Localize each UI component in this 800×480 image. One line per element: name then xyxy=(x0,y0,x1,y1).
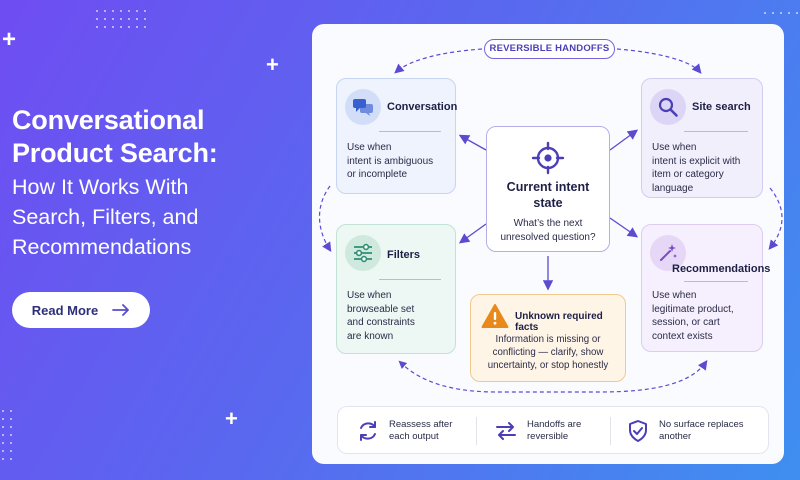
footer-item-reassess: Reassess after each output xyxy=(356,407,452,455)
chat-bubbles-icon xyxy=(345,89,381,125)
unknown-facts-title: Unknown required facts xyxy=(515,311,603,333)
conversation-card: Conversation Use when intent is ambiguou… xyxy=(336,78,458,194)
divider xyxy=(379,131,441,132)
sparkle-wand-icon xyxy=(650,235,686,271)
current-intent-title: Current intent state xyxy=(506,180,590,210)
footer-item-reversible: Handoffs are reversible xyxy=(494,407,581,455)
recommendations-card: Recommendations Use when legitimate prod… xyxy=(641,224,770,352)
dot-grid-top-right xyxy=(764,12,800,20)
hero-title: Conversational Product Search: xyxy=(12,105,218,168)
reversible-handoffs-label: REVERSIBLE HANDOFFS xyxy=(484,39,615,59)
swap-arrows-icon xyxy=(496,422,516,440)
divider xyxy=(379,279,441,280)
site-search-title: Site search xyxy=(692,101,751,113)
unknown-facts-description: Information is missing or conflicting — … xyxy=(487,334,609,372)
conversation-description: Use when intent is ambiguous or incomple… xyxy=(347,142,434,181)
filters-card: Filters Use when browseable set and cons… xyxy=(336,224,456,354)
current-intent-card: Current intent state What’s the next unr… xyxy=(486,126,610,252)
conversation-title: Conversation xyxy=(387,101,458,113)
read-more-button[interactable]: Read More xyxy=(12,292,150,328)
shield-check-icon xyxy=(629,420,647,442)
sparkle-plus-icon: + xyxy=(2,26,17,53)
dot-grid-bottom-left xyxy=(2,410,22,470)
site-search-description: Use when intent is explicit with item or… xyxy=(652,142,741,194)
sliders-icon xyxy=(345,235,381,271)
recommendations-description: Use when legitimate product, session, or… xyxy=(652,290,734,342)
recommendations-title: Recommendations xyxy=(672,263,771,275)
sparkle-plus-icon: + xyxy=(225,406,238,431)
unknown-facts-card: Unknown required facts Information is mi… xyxy=(470,294,626,382)
target-crosshair-icon xyxy=(531,141,565,175)
footer-item-no-replace: No surface replaces another xyxy=(626,407,743,455)
refresh-icon xyxy=(360,421,376,441)
principles-footer: Reassess after each output Handoffs are … xyxy=(337,406,769,454)
footer-divider xyxy=(476,417,477,445)
filters-description: Use when browseable set and constraints … xyxy=(347,290,415,342)
current-intent-question: What’s the next unresolved question? xyxy=(500,218,596,243)
hero-subtitle: How It Works With Search, Filters, and R… xyxy=(12,175,199,259)
footer-divider xyxy=(610,417,611,445)
sparkle-plus-icon: + xyxy=(266,52,279,77)
site-search-card: Site search Use when intent is explicit … xyxy=(641,78,763,198)
arrow-right-icon xyxy=(112,304,130,316)
dot-grid-top xyxy=(96,10,156,34)
divider xyxy=(684,131,748,132)
warning-triangle-icon xyxy=(481,304,509,328)
divider xyxy=(684,281,748,282)
hero-section: Conversational Product Search: How It Wo… xyxy=(12,104,302,262)
filters-title: Filters xyxy=(387,249,421,261)
magnifier-icon xyxy=(650,89,686,125)
read-more-label: Read More xyxy=(31,302,99,318)
